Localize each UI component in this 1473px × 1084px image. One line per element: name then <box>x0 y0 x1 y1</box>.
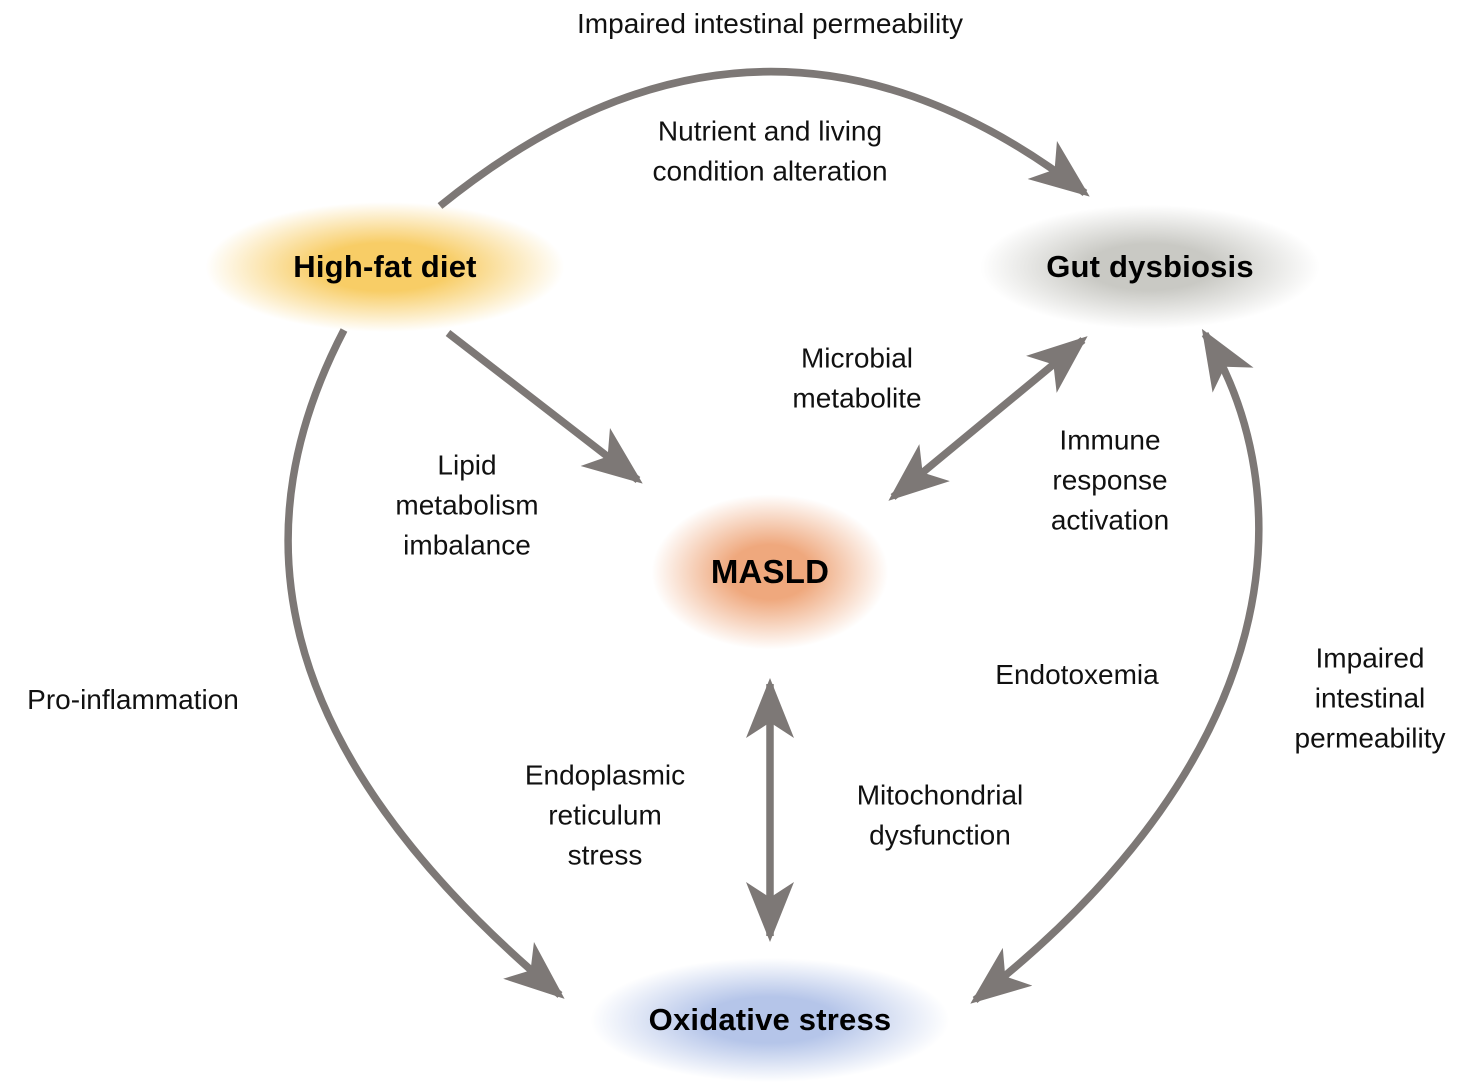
node-masld-label: MASLD <box>710 553 830 590</box>
arrow-gutdysbiosis-oxidativestress-bidirectional-curve <box>970 328 1263 1004</box>
node-high-fat-diet: High-fat diet <box>200 200 570 334</box>
arrow-highfatdiet-to-gutdysbiosis-arc <box>437 68 1090 209</box>
label-impaired-intestinal-permeability-right: Impaired intestinal permeability <box>1294 642 1446 753</box>
label-endotoxemia: Endotoxemia <box>995 659 1159 691</box>
node-gut-dysbiosis-label: Gut dysbiosis <box>1046 249 1254 284</box>
node-oxidative-stress: Oxidative stress <box>585 956 955 1084</box>
label-immune-response-activation: Immune response activation <box>1050 424 1170 535</box>
label-nutrient-and-living-condition-alteration: Nutrient and living condition alteration <box>652 115 888 186</box>
arrow-highfatdiet-to-masld <box>445 330 643 484</box>
label-microbial-metabolite: Microbial metabolite <box>792 342 922 413</box>
node-gut-dysbiosis: Gut dysbiosis <box>975 203 1325 331</box>
arrow-highfatdiet-to-oxidativestress-curve <box>284 328 565 999</box>
label-lipid-metabolism-imbalance: Lipid metabolism imbalance <box>395 449 539 560</box>
label-impaired-intestinal-permeability-top: Impaired intestinal permeability <box>577 8 963 40</box>
label-pro-inflammation: Pro-inflammation <box>27 684 239 716</box>
label-mitochondrial-dysfunction: Mitochondrial dysfunction <box>856 779 1024 850</box>
node-high-fat-diet-label: High-fat diet <box>293 249 477 284</box>
label-endoplasmic-reticulum-stress: Endoplasmic reticulum stress <box>524 759 686 870</box>
node-masld: MASLD <box>648 492 892 652</box>
node-oxidative-stress-label: Oxidative stress <box>648 1002 892 1037</box>
